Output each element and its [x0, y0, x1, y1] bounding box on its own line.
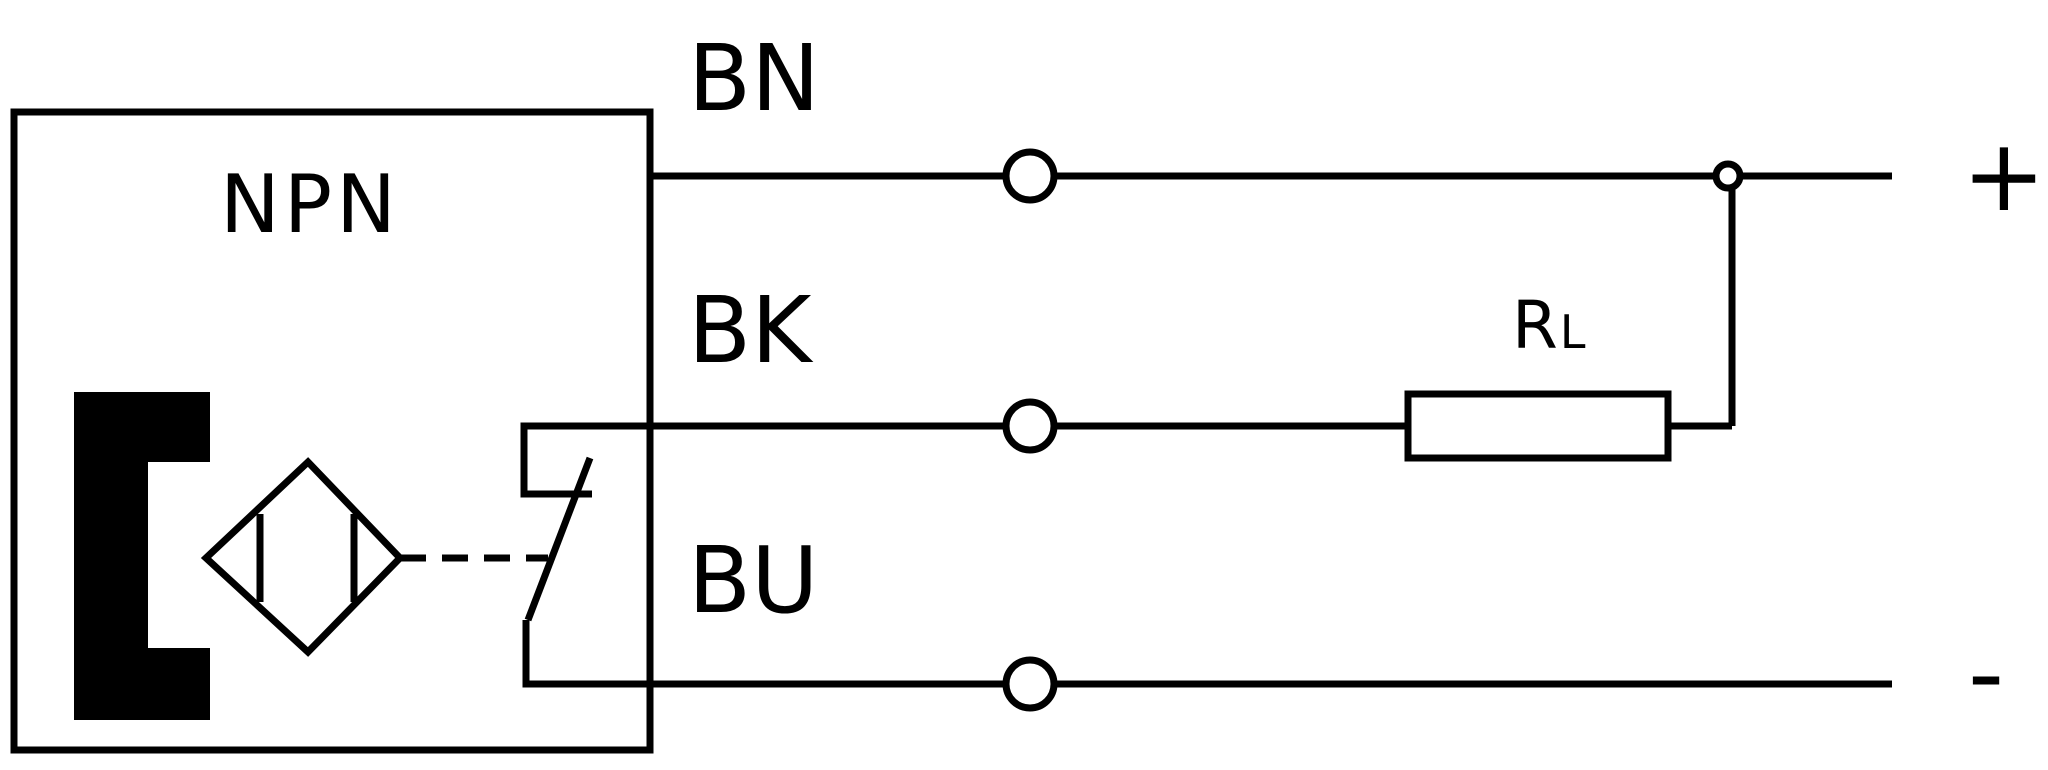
positive-sign: + [1962, 117, 2046, 234]
sensing-face-bracket [74, 392, 210, 720]
terminal-blue [1002, 656, 1058, 712]
terminal-black [1002, 398, 1058, 454]
wire-label-bu: BU [688, 527, 818, 634]
junction-node [1712, 160, 1744, 192]
sensor-housing [10, 108, 654, 754]
load-label-symbol: R [1512, 287, 1558, 364]
output-switch-contact [520, 422, 650, 688]
wire-label-bk: BK [688, 277, 814, 384]
load-label: RL [1512, 287, 1586, 364]
load-label-subscript: L [1560, 305, 1586, 359]
sensor-type-label: NPN [220, 158, 400, 251]
negative-sign: - [1968, 615, 2004, 732]
wire-black [650, 188, 1736, 430]
load-resistor [1404, 390, 1672, 462]
wire-label-bn: BN [688, 25, 820, 132]
proximity-coil-symbol [200, 457, 405, 657]
terminal-brown [1002, 148, 1058, 204]
